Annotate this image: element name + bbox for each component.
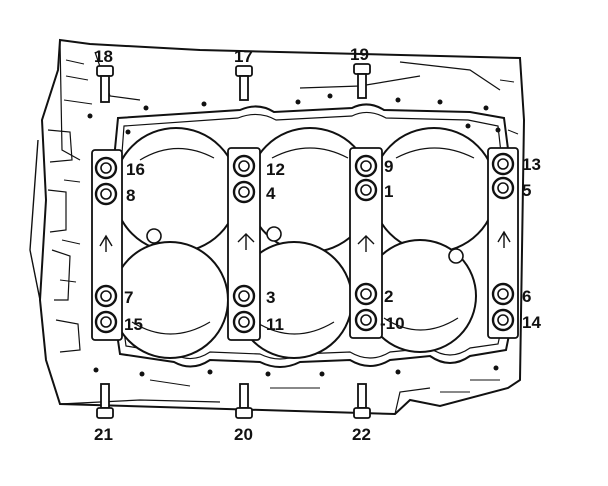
- label-16: 16: [126, 160, 145, 179]
- bolt-6: [491, 282, 515, 306]
- label-18: 18: [94, 47, 113, 66]
- bolt-19: [353, 63, 371, 99]
- bolt-12: [232, 154, 256, 178]
- label-1: 1: [384, 182, 393, 201]
- bolt-16: [94, 156, 118, 180]
- bolt-7: [94, 284, 118, 308]
- label-2: 2: [384, 287, 393, 306]
- arrow-up-icon: [357, 235, 375, 252]
- label-9: 9: [384, 157, 393, 176]
- bolt-10: [354, 308, 378, 332]
- label-5: 5: [522, 181, 531, 200]
- arrow-up-icon: [99, 234, 113, 252]
- bolt-13: [491, 152, 515, 176]
- bolt-5: [491, 176, 515, 200]
- bolt-22: [353, 383, 371, 419]
- arrow-up-icon: [237, 233, 255, 250]
- label-10: -10: [380, 314, 405, 333]
- bolt-1: [354, 178, 378, 202]
- bolt-20: [235, 383, 253, 419]
- gasket-dots: [87, 93, 501, 377]
- label-15: 15: [124, 315, 143, 334]
- bolt-21: [96, 383, 114, 419]
- bolt-14: [491, 308, 515, 332]
- label-12: 12: [266, 160, 285, 179]
- label-19: 19: [350, 45, 369, 64]
- label-8: 8: [126, 186, 135, 205]
- label-21: 21: [94, 425, 113, 444]
- label-3: 3: [266, 288, 275, 307]
- bolt-15: [94, 310, 118, 334]
- label-13: 13: [522, 155, 541, 174]
- label-7: 7: [124, 288, 133, 307]
- label-17: 17: [234, 47, 253, 66]
- bolt-2: [354, 282, 378, 306]
- bolt-number-labels: 18 17 19 16 8 7 15 12 4 3 11 9 1 2 -10 1…: [94, 45, 541, 444]
- bolt-3: [232, 284, 256, 308]
- label-6: 6: [522, 287, 531, 306]
- label-11: 11: [266, 315, 284, 334]
- strip-arrow-icons: [99, 230, 511, 252]
- side-bolts: [96, 63, 371, 419]
- label-14: 14: [522, 313, 541, 332]
- cylinder-bores: [111, 127, 497, 359]
- bolt-9: [354, 154, 378, 178]
- bolt-11: [232, 310, 256, 334]
- label-4: 4: [266, 184, 276, 203]
- bolt-8: [94, 182, 118, 206]
- bolt-17: [235, 65, 253, 101]
- bolt-heads: [94, 152, 515, 334]
- label-20: 20: [234, 425, 253, 444]
- bolt-4: [232, 180, 256, 204]
- bolt-18: [96, 65, 114, 103]
- arrow-up-icon: [497, 230, 511, 248]
- label-22: 22: [352, 425, 371, 444]
- casting-shading: [59, 59, 519, 393]
